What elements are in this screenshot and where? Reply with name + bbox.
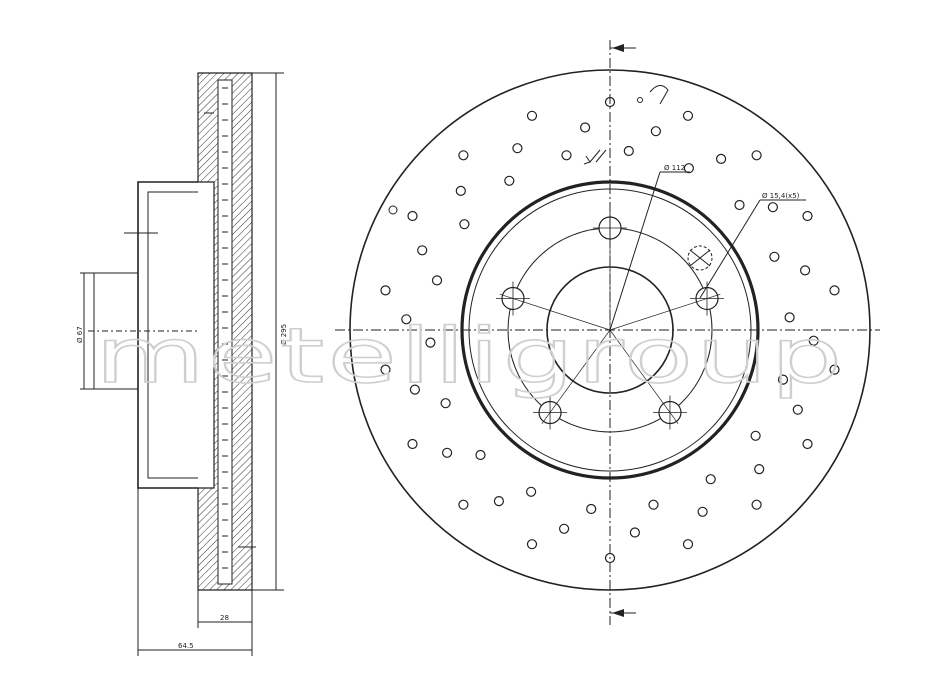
drilled-hole [459,219,470,230]
drilled-hole [715,153,727,164]
drilled-hole [802,438,813,450]
drilled-hole [440,398,451,409]
construction-line [609,293,721,331]
drilled-hole [579,122,591,133]
section-marker-top [610,44,636,52]
drilled-hole [697,506,708,517]
drilled-hole [504,175,515,186]
drilled-hole [526,539,538,550]
drilled-hole [431,275,443,286]
drilled-hole [808,335,819,346]
leader-holes [699,199,761,299]
drilled-hole [458,499,469,510]
dim-hub-diameter: Ø 67 [76,326,84,343]
construction-line [499,293,611,331]
drilled-hole [417,245,428,256]
hub-hat-inner [147,191,198,479]
drilled-hole [380,285,391,296]
drilled-hole [525,486,537,497]
drilled-holes [380,96,840,564]
drilled-hole [734,199,745,211]
dim-hole-circle: Ø 112 [664,164,685,172]
drilled-hole [751,499,762,510]
dim-outer-diameter: Ø 295 [280,324,288,345]
drilled-hole [682,110,694,121]
drilled-hole [458,150,469,161]
drilled-hole [455,185,466,196]
drilled-hole [407,438,418,450]
drilled-hole [409,384,420,395]
drilled-hole [425,337,436,348]
drilled-hole [493,496,504,507]
drilled-hole [829,285,840,296]
dim-disc-thickness: 28 [220,614,229,622]
front-view: Ø 112 Ø 15,4(x5) [335,40,880,625]
drilled-hole [767,202,779,213]
drilled-hole [792,404,803,415]
drilled-hole [750,430,761,441]
radial-construction-lines [499,214,721,425]
drilled-hole [648,499,659,510]
leader-hole-circle [609,171,661,331]
vent-channel [217,79,233,585]
construction-line [609,329,679,425]
drilled-hole [380,364,391,375]
drilled-hole [475,449,486,461]
drilled-hole [558,523,570,534]
drilled-hole [784,312,795,323]
balance-mark [687,245,713,271]
drilled-hole [407,210,418,222]
drilled-hole [586,503,597,515]
drilled-hole [799,265,811,276]
drilled-hole [682,539,694,550]
drilled-hole [650,126,662,137]
drilled-hole [561,150,572,161]
drilled-hole [829,364,840,375]
section-marker-bottom [610,609,636,617]
drilled-hole [526,110,538,121]
small-mark-left [388,205,398,215]
drilled-hole [751,150,762,161]
drilled-hole [512,143,523,154]
drilled-hole [401,314,412,325]
drilled-hole [705,474,716,485]
vent-vanes [222,87,228,569]
drilled-hole [442,447,453,458]
drilled-hole [777,374,789,385]
drilled-hole [629,527,641,538]
hole-detail-symbol [583,85,669,165]
drilled-hole [769,251,780,262]
dim-holes: Ø 15,4(x5) [762,192,800,200]
drilled-hole [683,163,695,174]
drilled-hole [802,210,813,222]
side-view: Ø 295 Ø 67 28 64.5 [76,72,288,656]
construction-line [541,329,611,425]
watermark-text: metelligroup [95,311,845,400]
drilled-hole [754,464,765,475]
drilled-hole [623,145,634,157]
dim-total-height: 64.5 [178,642,194,650]
